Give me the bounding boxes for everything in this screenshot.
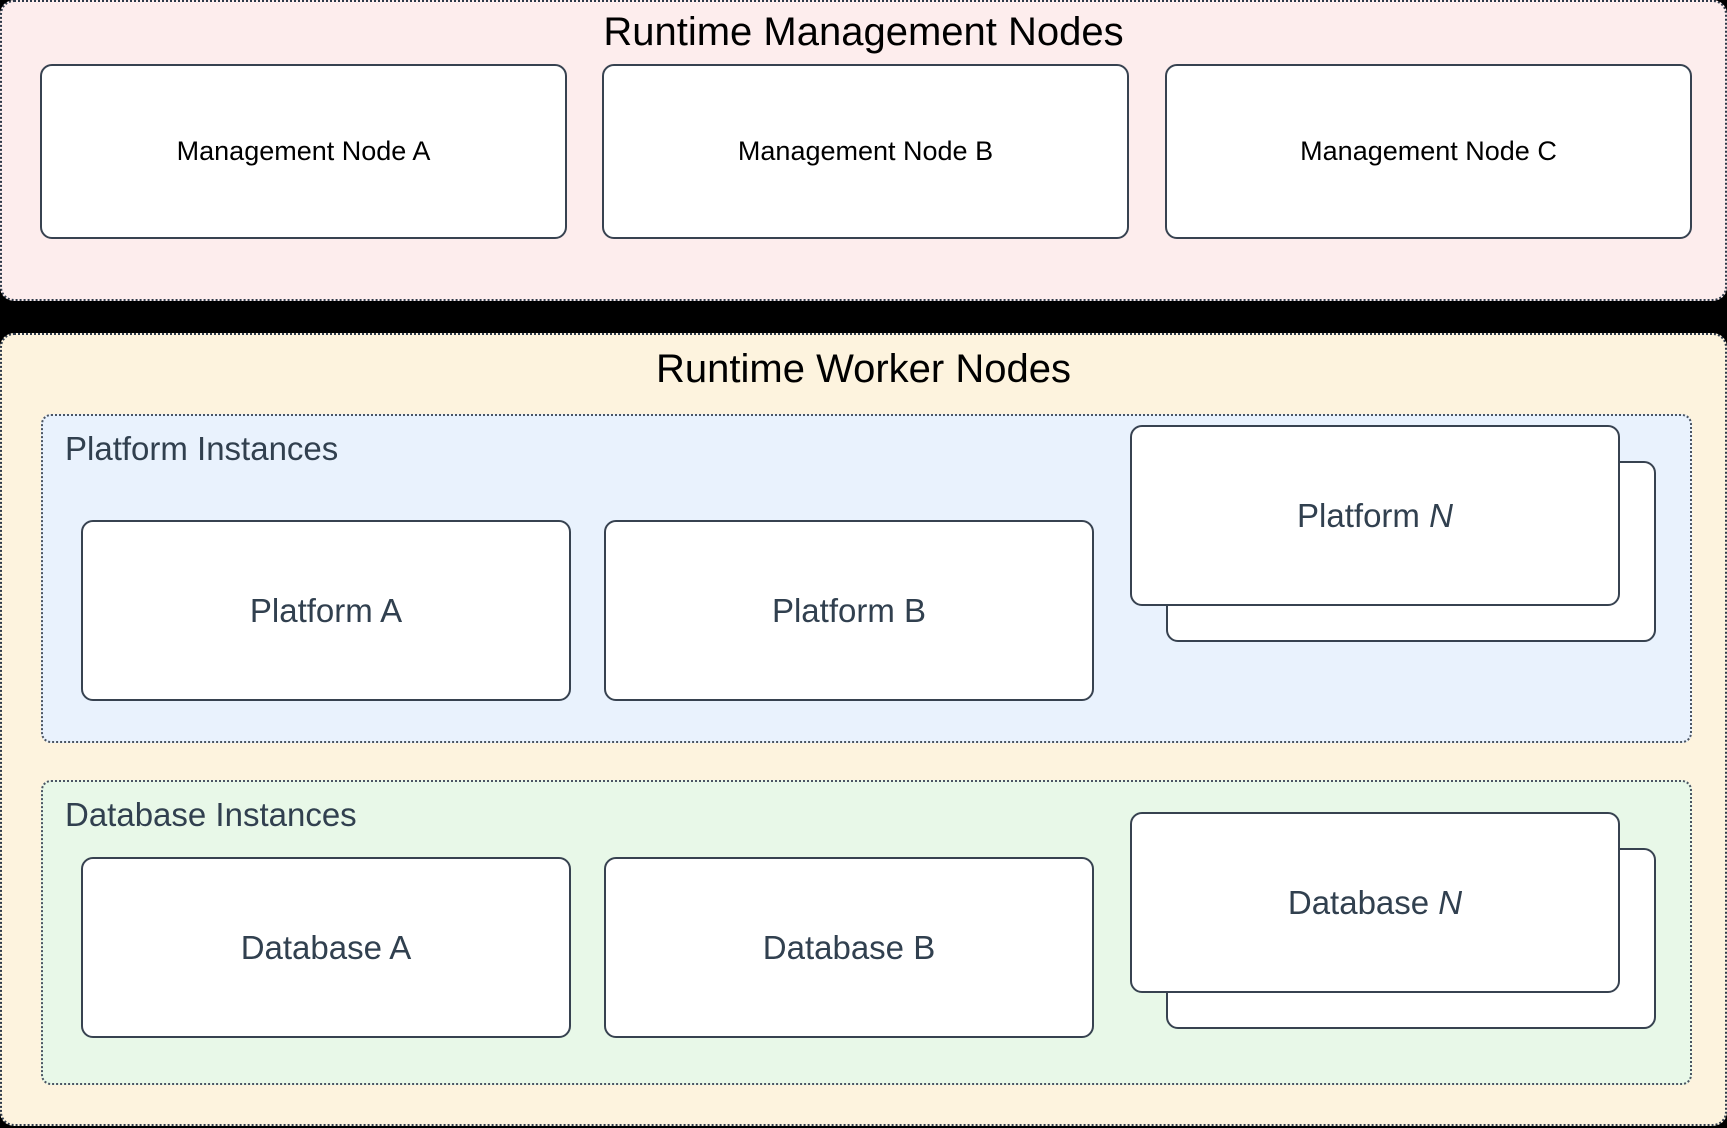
platform-n-label: Platform N [1297,499,1453,532]
worker-group-title: Runtime Worker Nodes [656,347,1071,391]
management-node-c-label: Management Node C [1300,136,1557,166]
platform-n-card-stack[interactable]: Platform N [1130,425,1660,645]
database-instances-group: Database Instances Database A Database B… [41,780,1692,1085]
database-a-card[interactable]: Database A [81,857,571,1038]
platform-n-card[interactable]: Platform N [1130,425,1620,606]
management-group-title: Runtime Management Nodes [603,10,1124,54]
database-a-label: Database A [240,929,412,966]
platform-n-label-suffix: N [1429,497,1453,534]
database-n-label-suffix: N [1438,884,1463,921]
runtime-management-nodes-group: Runtime Management Nodes Management Node… [0,0,1727,301]
platform-a-card[interactable]: Platform A [81,520,571,701]
platform-b-card[interactable]: Platform B [604,520,1094,701]
database-n-label-prefix: Database [1287,884,1439,921]
runtime-worker-nodes-group: Runtime Worker Nodes Platform Instances … [0,333,1727,1126]
database-b-card[interactable]: Database B [604,857,1094,1038]
database-n-label: Database N [1288,886,1462,919]
database-n-card[interactable]: Database N [1130,812,1620,993]
management-node-a-card[interactable]: Management Node A [40,64,567,239]
management-node-c-card[interactable]: Management Node C [1165,64,1692,239]
management-node-b-label: Management Node B [737,136,994,166]
management-node-a-label: Management Node A [176,136,431,166]
database-n-card-stack[interactable]: Database N [1130,812,1660,1032]
platform-n-label-prefix: Platform [1297,497,1430,534]
platform-instances-title: Platform Instances [65,430,339,467]
management-node-b-card[interactable]: Management Node B [602,64,1129,239]
database-instances-title: Database Instances [65,796,357,833]
platform-instances-group: Platform Instances Platform A Platform B… [41,414,1692,743]
platform-b-label: Platform B [771,592,927,629]
database-b-label: Database B [762,929,936,966]
platform-a-label: Platform A [249,592,403,629]
